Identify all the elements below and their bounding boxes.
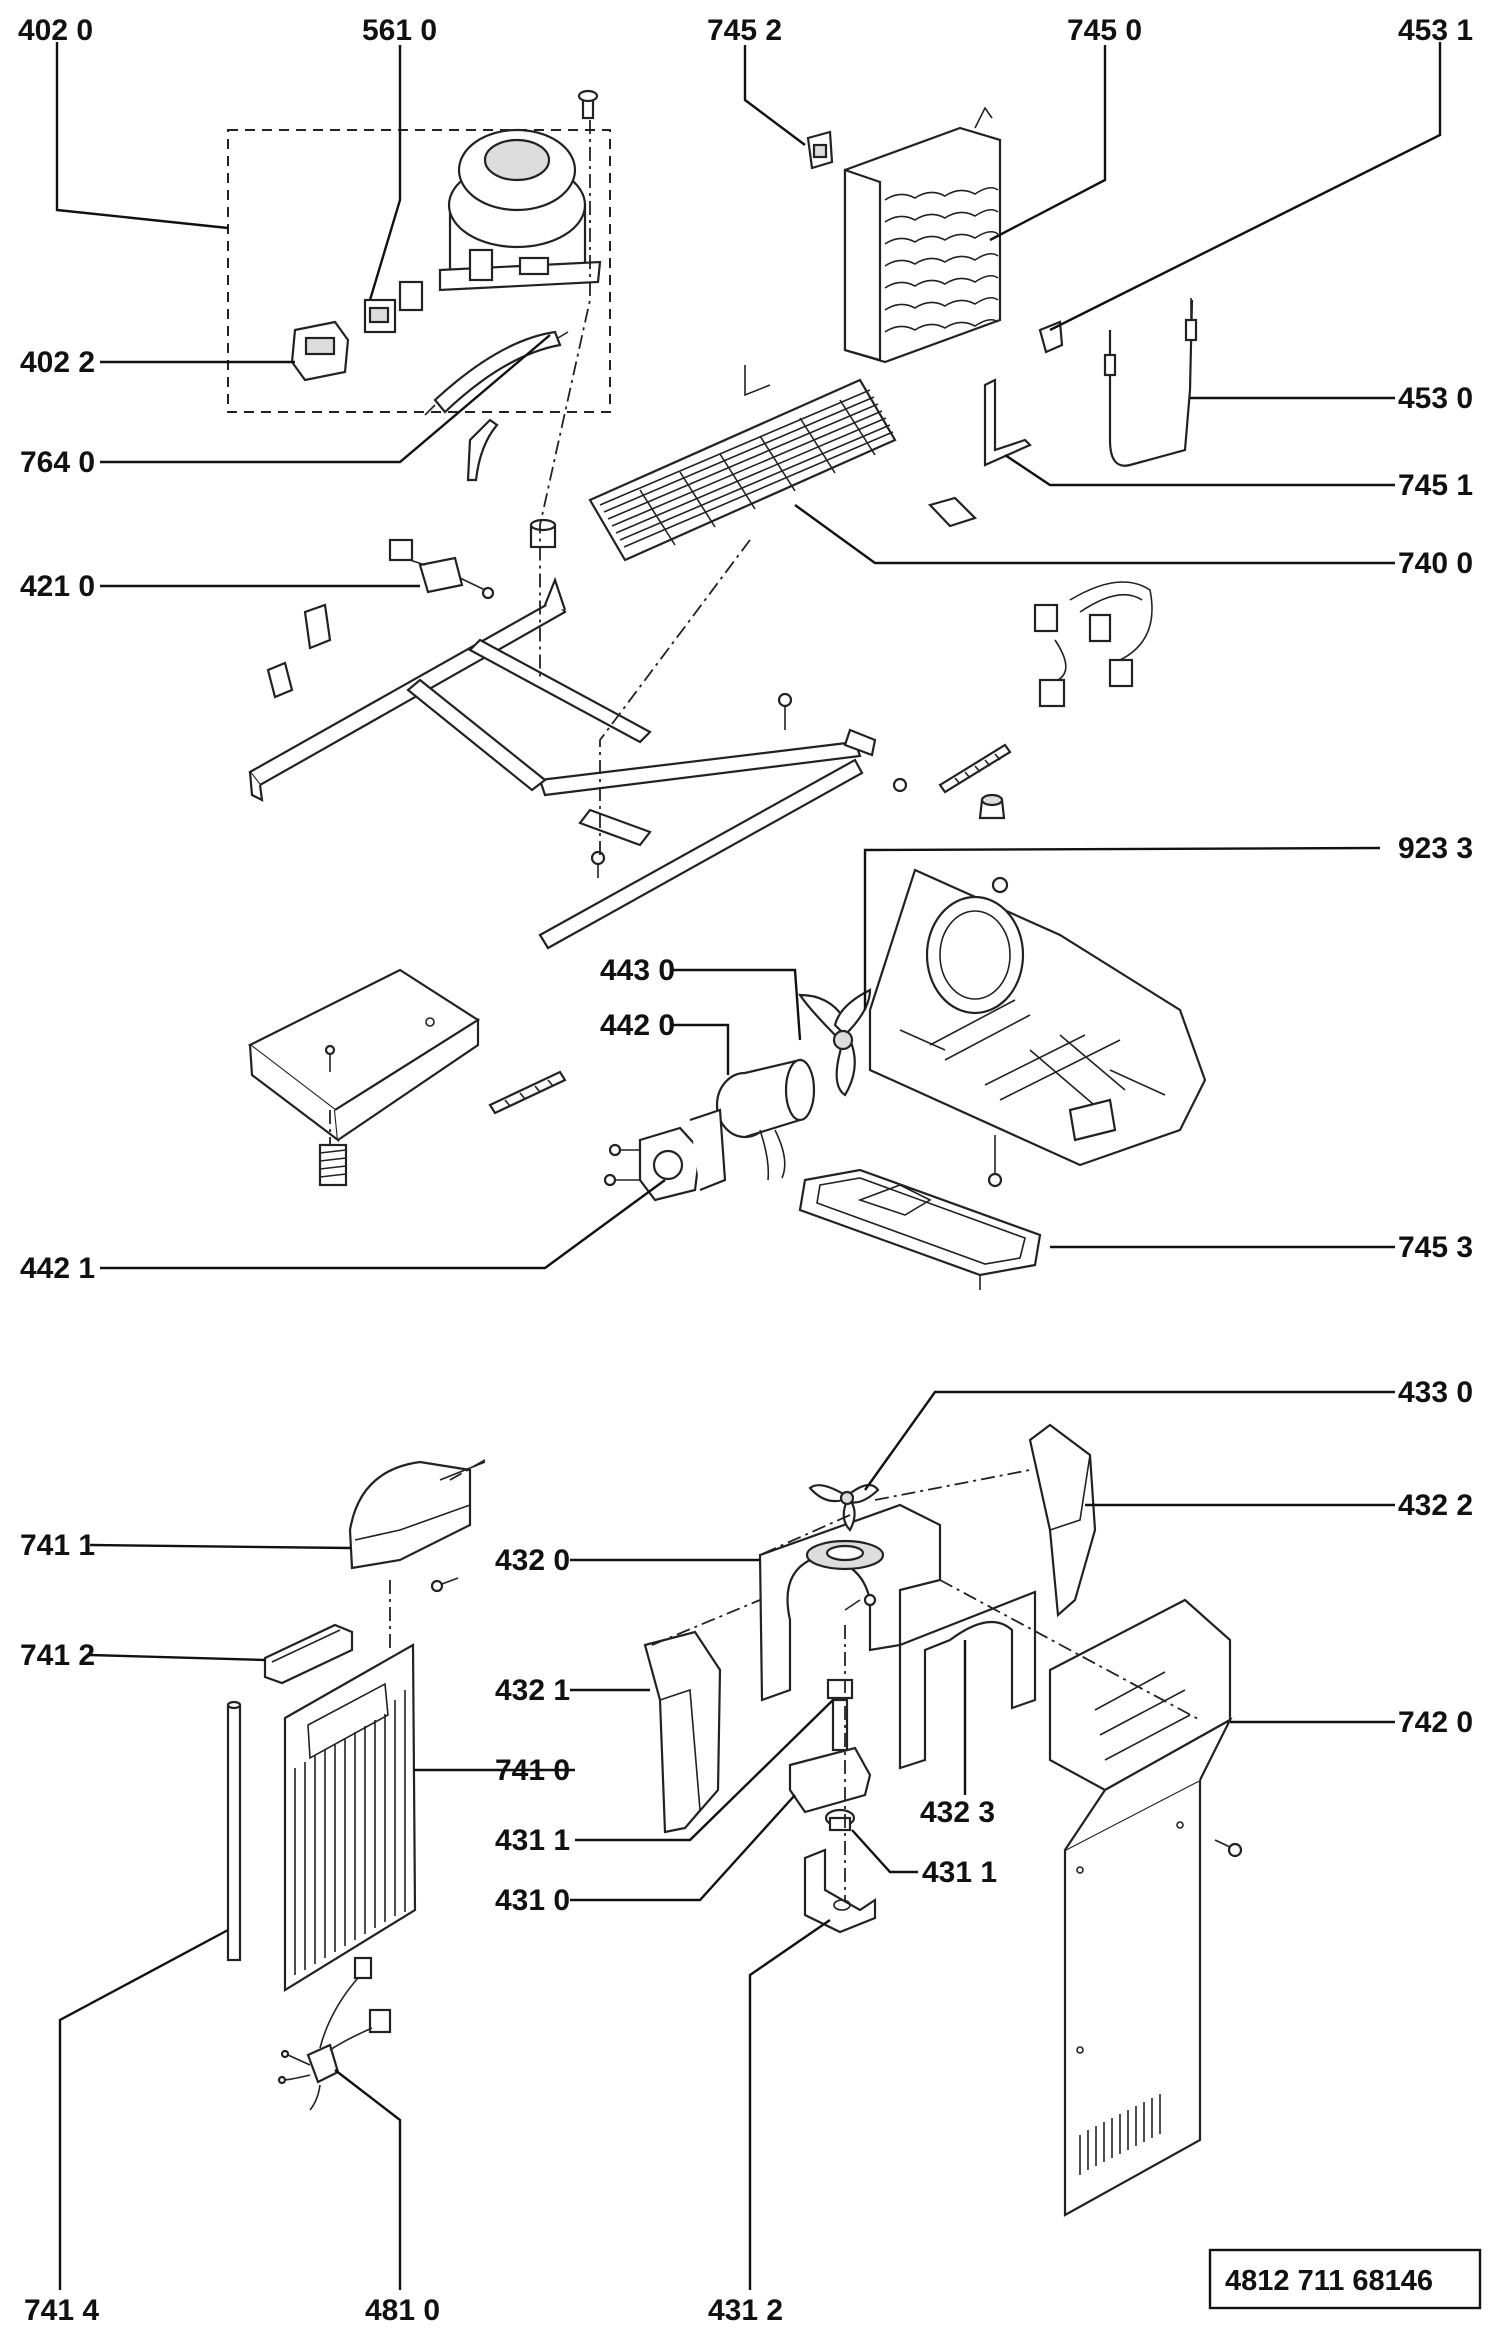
spring <box>318 1143 348 1187</box>
filter-dryer <box>424 330 569 416</box>
label-561-0: 561 0 <box>362 14 437 47</box>
small-bracket <box>927 496 978 528</box>
frame-screws <box>590 692 908 878</box>
label-481-0: 481 0 <box>365 2294 440 2327</box>
label-453-1: 453 1 <box>1398 14 1473 47</box>
assembly-line-1 <box>759 1469 1031 1556</box>
condenser-fan-motor <box>788 1678 872 1814</box>
hose <box>466 418 499 482</box>
top-channel <box>263 1623 354 1685</box>
label-431-1-b: 431 1 <box>922 1856 997 1889</box>
side-baffle-right <box>1028 1423 1097 1618</box>
starter-relay <box>290 320 350 382</box>
compressor <box>438 128 602 292</box>
label-745-2: 745 2 <box>707 14 782 47</box>
label-442-0: 442 0 <box>600 1009 675 1042</box>
assembly-line-5 <box>599 539 751 860</box>
drain-clip <box>1038 320 1064 354</box>
label-443-0: 443 0 <box>600 954 675 987</box>
rear-cover-panel <box>1048 1598 1243 2217</box>
label-745-3: 745 3 <box>1398 1231 1473 1264</box>
side-baffle-left <box>643 1630 722 1834</box>
label-740-0: 740 0 <box>1398 547 1473 580</box>
threaded-rod-left <box>488 1070 567 1115</box>
label-433-0: 433 0 <box>1398 1376 1473 1409</box>
label-432-3: 432 3 <box>920 1796 995 1829</box>
label-432-1: 432 1 <box>495 1674 570 1707</box>
label-745-1: 745 1 <box>1398 469 1473 502</box>
motor-bracket <box>603 1108 727 1202</box>
air-duct-cap <box>348 1460 486 1593</box>
wiring-harness <box>1033 581 1153 708</box>
housing-screw <box>987 1135 1003 1188</box>
compressor-group-box <box>227 129 611 413</box>
reference-number-box: 4812 711 68146 <box>1208 2248 1482 2310</box>
evaporator-fan-blade <box>797 988 872 1097</box>
part-labels: 402 0 561 0 745 2 745 0 453 1 402 2 453 … <box>18 14 1473 2327</box>
thermal-protector <box>388 538 495 600</box>
fan-housing <box>868 868 1207 1167</box>
frame-clips-left <box>266 603 332 699</box>
reference-number: 4812 711 68146 <box>1225 2265 1433 2297</box>
cover-plate <box>247 968 481 1143</box>
label-421-0: 421 0 <box>20 570 95 603</box>
label-402-2: 402 2 <box>20 346 95 379</box>
rubber-foot <box>978 793 1006 820</box>
condenser-coil-horizontal <box>588 365 897 562</box>
label-453-0: 453 0 <box>1398 382 1473 415</box>
label-442-1: 442 1 <box>20 1252 95 1285</box>
evaporator-fan-motor <box>715 1058 816 1181</box>
label-764-0: 764 0 <box>20 446 95 479</box>
leader-lines <box>55 42 1442 2290</box>
drain-tube <box>1103 298 1198 467</box>
condenser-clip <box>806 130 834 170</box>
assembly-line-2 <box>651 1579 1201 1900</box>
assembly-line-4 <box>539 120 591 680</box>
vertical-air-panel <box>283 1643 417 1992</box>
assembly-line-3 <box>389 1459 486 1650</box>
label-741-1: 741 1 <box>20 1529 95 1562</box>
threaded-rod-right <box>938 743 1012 794</box>
base-frame <box>248 576 864 950</box>
label-402-0: 402 0 <box>18 14 93 47</box>
fan-shroud <box>758 1503 1037 1770</box>
label-923-3: 923 3 <box>1398 832 1473 865</box>
condenser-coil-vertical <box>843 106 1002 364</box>
label-745-0: 745 0 <box>1067 14 1142 47</box>
compressor-bolt <box>577 89 599 120</box>
label-741-0: 741 0 <box>495 1754 570 1787</box>
condenser-fan-blade <box>808 1483 880 1532</box>
label-742-0: 742 0 <box>1398 1706 1473 1739</box>
label-431-0: 431 0 <box>495 1884 570 1917</box>
drip-tray <box>798 1168 1042 1290</box>
label-432-0: 432 0 <box>495 1544 570 1577</box>
motor-washer <box>824 1808 856 1832</box>
label-741-4: 741 4 <box>24 2294 99 2327</box>
seal-strip <box>226 1700 242 1962</box>
label-741-2: 741 2 <box>20 1639 95 1672</box>
label-431-1-a: 431 1 <box>495 1824 570 1857</box>
label-431-2: 431 2 <box>708 2294 783 2327</box>
relay-part <box>363 280 424 334</box>
motor-bracket-lower <box>803 1848 877 1934</box>
label-432-2: 432 2 <box>1398 1489 1473 1522</box>
condenser-bracket <box>983 378 1032 467</box>
grommet <box>529 518 557 549</box>
